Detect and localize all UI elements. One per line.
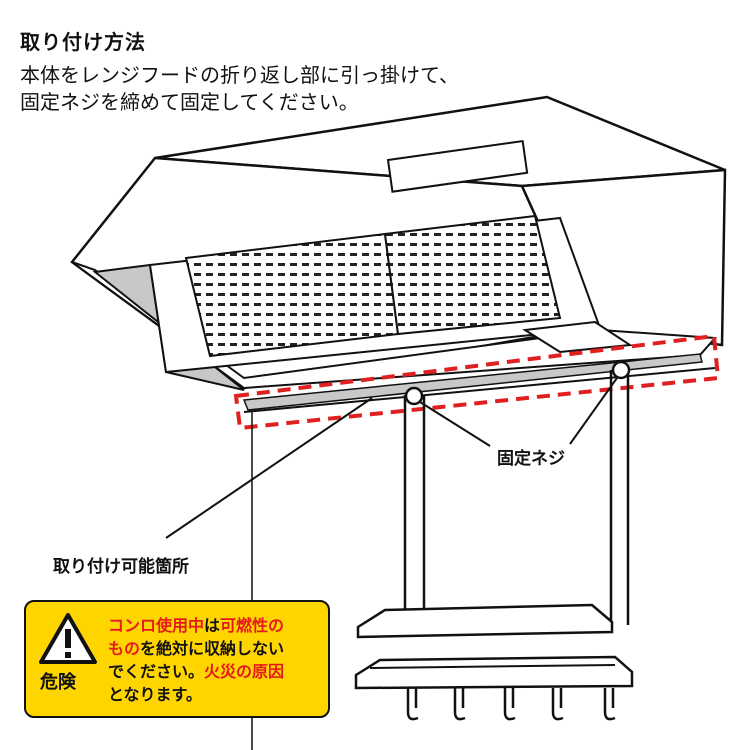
hood-flange: [242, 353, 703, 411]
mount-area-leader: [165, 397, 373, 539]
hood-bottom-edge: [243, 367, 716, 413]
instructions: 本体をレンジフードの折り返し部に引っ掛けて、 固定ネジを締めて固定してください。: [20, 62, 459, 116]
filter-right: [383, 214, 562, 336]
warning-text: コンロ使用中は可燃性の ものを絶対に収納しない でください。火災の原因 となりま…: [108, 614, 284, 706]
warning-segment: でください。: [108, 662, 205, 681]
warning-box: 危険 コンロ使用中は可燃性の ものを絶対に収納しない でください。火災の原因 と…: [24, 600, 330, 718]
hood-light-panel: [522, 320, 633, 354]
page-title: 取り付け方法: [20, 30, 146, 54]
hood-vent-panel: [386, 139, 529, 193]
warning-line: となります。: [108, 683, 284, 706]
warning-heading: 危険: [40, 672, 76, 693]
mount-area-outline: [233, 333, 721, 431]
hook-1: [406, 688, 419, 721]
hook-2: [453, 688, 466, 721]
warning-line: でください。火災の原因: [108, 660, 284, 683]
screw-label: 固定ネジ: [497, 449, 565, 469]
screw-leader-right: [569, 377, 618, 445]
warning-segment: 可燃性の: [220, 616, 285, 635]
screw-left: [404, 386, 424, 406]
warning-line: ものを絶対に収納しない: [108, 637, 284, 660]
rack-bar-right: [609, 370, 630, 625]
warning-segment: を絶対に収納しない: [140, 639, 285, 658]
rack-bar-left: [403, 395, 426, 625]
warning-segment: コンロ使用中: [108, 616, 205, 635]
rack-shelf-upper: [356, 603, 614, 639]
hook-3: [503, 688, 516, 721]
warning-line: コンロ使用中は可燃性の: [108, 614, 284, 637]
instruction-line-1: 本体をレンジフードの折り返し部に引っ掛けて、: [20, 63, 459, 87]
hook-5: [603, 688, 616, 721]
warning-triangle-icon: [39, 613, 97, 664]
hook-4: [551, 688, 564, 721]
warning-segment: となります。: [108, 685, 202, 704]
warning-segment: 火災の原因: [204, 662, 285, 681]
instruction-line-2: 固定ネジを締めて固定してください。: [20, 90, 359, 114]
warning-segment: もの: [108, 639, 141, 658]
mount-area-label: 取り付け可能箇所: [53, 557, 189, 577]
rack-shelf-lower: [354, 655, 634, 690]
rack-shelf-lower-inner: [369, 664, 616, 669]
rack-hooks: [406, 688, 616, 721]
screw-leader-left: [419, 401, 491, 447]
screw-right: [611, 360, 631, 380]
warning-segment: は: [204, 616, 221, 635]
